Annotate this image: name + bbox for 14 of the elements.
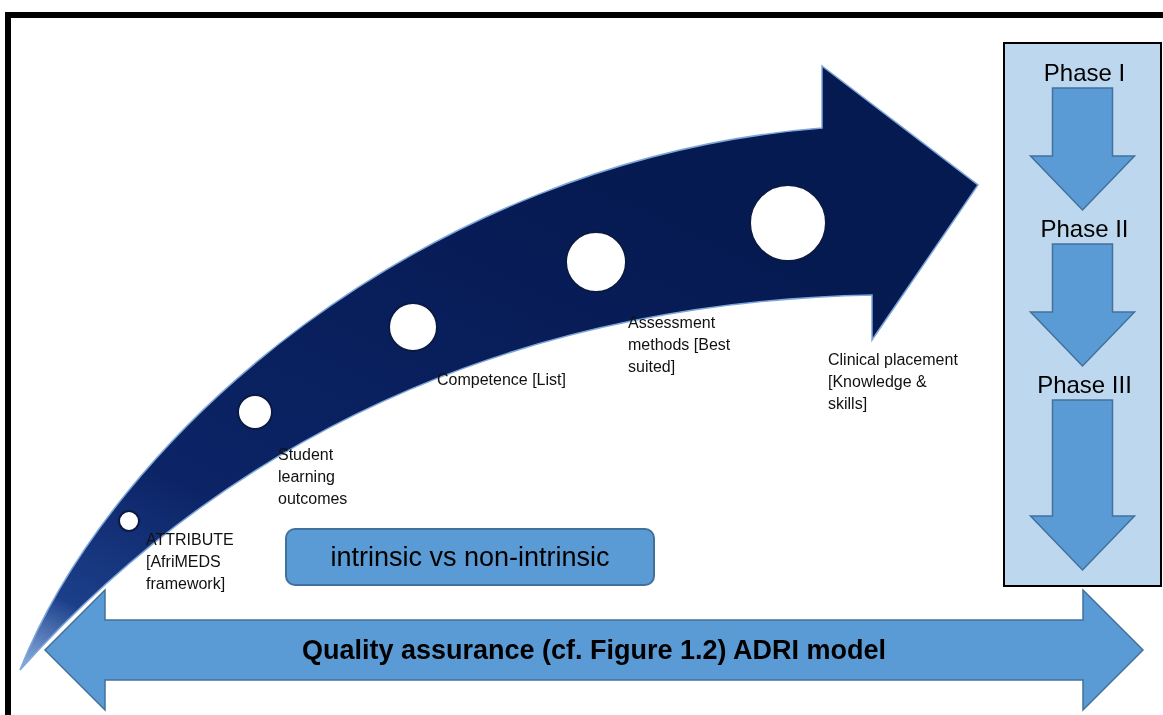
rounded-box	[285, 528, 655, 586]
block-arrow	[1028, 399, 1137, 572]
milestone-caption: Clinical placement [Knowledge & skills]	[828, 350, 959, 414]
block-arrow	[1028, 243, 1137, 368]
banner-title: Quality assurance (cf. Figure 1.2) ADRI model	[301, 634, 887, 666]
phase-name: Phase II	[1040, 215, 1129, 243]
box-label: intrinsic vs non-intrinsic	[330, 541, 610, 573]
block-arrow	[1028, 87, 1137, 212]
milestone-caption: Competence [List]	[437, 370, 567, 390]
phase-name: Phase I	[1043, 59, 1126, 87]
milestone-caption: Student learning outcomes	[278, 445, 349, 509]
phase-name: Phase III	[1037, 371, 1132, 399]
double-arrow-banner	[45, 590, 1143, 710]
milestone-caption: Assessment methods [Best suited]	[628, 313, 732, 377]
